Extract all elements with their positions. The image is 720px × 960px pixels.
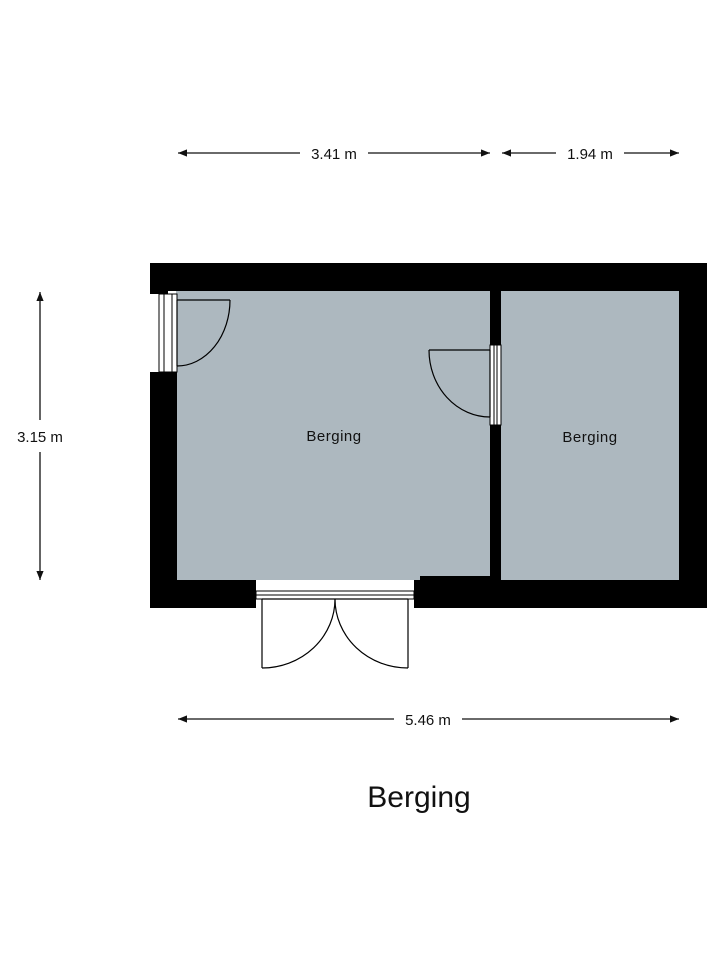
room-floor-right	[501, 290, 679, 580]
room-label-left: Berging	[306, 428, 361, 445]
dimension-top-right-label: 1.94 m	[567, 146, 613, 163]
dimension-top-left: 3.41 m	[178, 146, 490, 163]
plan-title: Berging	[367, 781, 470, 814]
room-floor-left	[176, 290, 490, 580]
wall-bottom-right	[414, 580, 707, 608]
dimension-bottom-total: 5.46 m	[178, 712, 679, 729]
door-bottom-double	[255, 580, 415, 669]
dimension-top-right: 1.94 m	[502, 146, 679, 163]
wall-bottom-right-step	[420, 576, 492, 581]
wall-bottom-left	[150, 580, 256, 608]
room-label-right: Berging	[562, 429, 617, 446]
dimension-bottom-total-label: 5.46 m	[405, 712, 451, 729]
door-partition	[428, 344, 502, 426]
wall-left-upper	[150, 263, 168, 294]
wall-top	[150, 263, 707, 291]
dimension-left-height-label: 3.15 m	[17, 429, 63, 446]
dimension-left-height: 3.15 m	[17, 292, 63, 580]
wall-partition-lower	[490, 425, 501, 580]
door-left	[158, 293, 231, 373]
walls	[150, 263, 707, 608]
dimension-top-left-label: 3.41 m	[311, 146, 357, 163]
wall-partition-upper	[490, 290, 501, 345]
wall-left-lower	[150, 372, 177, 608]
wall-right	[679, 263, 707, 608]
